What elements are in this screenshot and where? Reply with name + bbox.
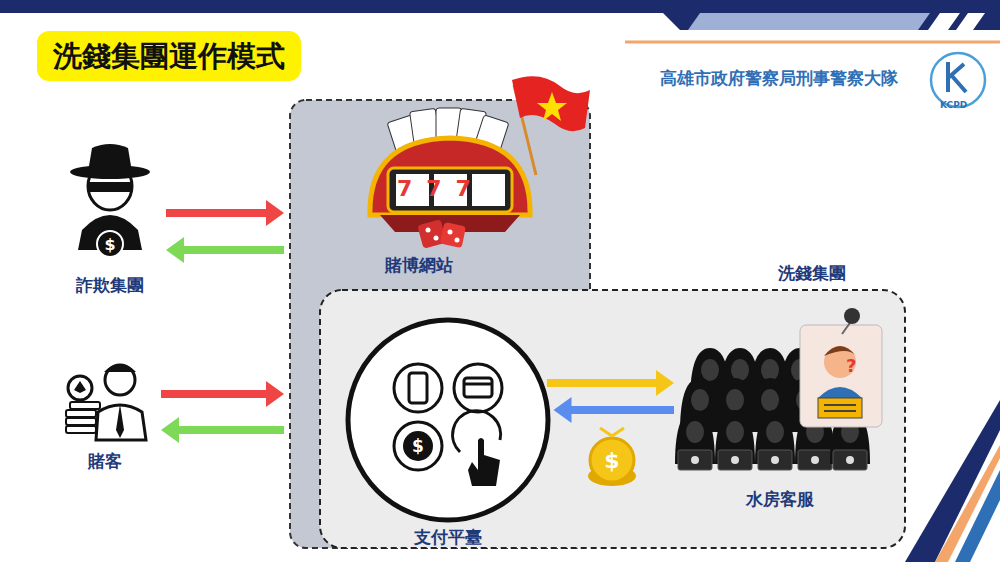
hood-part — [691, 456, 699, 464]
node-label: 洗錢集團 — [778, 262, 846, 285]
svg-text:$: $ — [104, 235, 115, 254]
node-label: 水房客服 — [746, 488, 814, 511]
flow-arrow — [547, 370, 674, 396]
top-banner — [650, 0, 1000, 30]
hood-part — [758, 450, 792, 470]
payment-platform: 支付平臺 — [348, 320, 548, 520]
logo-text: KCPD — [940, 100, 967, 110]
orange-rule — [625, 41, 1000, 44]
agency-name: 高雄市政府警察局刑事警察大隊 — [660, 67, 898, 90]
hood-part — [846, 456, 854, 464]
hood-part — [833, 450, 867, 470]
svg-text:?: ? — [846, 355, 856, 376]
fraud-figure-icon: $ — [70, 144, 150, 257]
svg-text:$: $ — [412, 436, 424, 456]
corner-stripe — [905, 400, 1000, 562]
gambler-icon — [66, 364, 146, 440]
hood-part — [766, 421, 784, 443]
laundering-region — [320, 290, 905, 548]
fraud-group: 詐欺集團 — [60, 148, 160, 298]
logo-ring — [931, 53, 985, 107]
gambling-site: 賭博網站 — [290, 100, 590, 548]
laundering-group: 洗錢集團支付平臺水房客服 — [320, 290, 905, 548]
payment-icons: $ — [348, 320, 548, 520]
hood-part — [678, 450, 712, 470]
logo-k — [948, 62, 966, 92]
hood-part — [798, 450, 832, 470]
corner-stripe — [955, 470, 1000, 562]
flow-arrow — [161, 417, 284, 443]
node-label: 賭博網站 — [385, 254, 453, 277]
flow-arrow — [166, 200, 284, 226]
node-label: 支付平臺 — [414, 526, 482, 549]
hood-part — [771, 456, 779, 464]
hood-part — [761, 359, 779, 381]
water-house-service: 水房客服 — [680, 330, 880, 522]
hood-part — [761, 389, 779, 411]
corner-stripe — [935, 445, 1000, 562]
title-banner: 洗錢集團運作模式 — [37, 31, 301, 81]
hood-part — [726, 389, 744, 411]
flag — [512, 76, 590, 131]
hood-part — [811, 456, 819, 464]
banner-stripe — [688, 13, 930, 30]
hood-part — [726, 421, 744, 443]
svg-text:$: $ — [604, 448, 619, 473]
casino-icon — [370, 108, 530, 249]
hood-part — [686, 421, 704, 443]
flag-star — [537, 92, 567, 121]
flow-arrow — [161, 381, 284, 407]
node-label: 賭客 — [88, 450, 122, 473]
wanted-card-icon: ? — [800, 308, 882, 427]
hood-part — [718, 450, 752, 470]
banner-stripe — [956, 13, 985, 30]
coin-icon: $ — [588, 428, 636, 486]
hood-part — [701, 359, 719, 381]
flow-arrow — [166, 237, 284, 263]
flow-arrow — [554, 397, 675, 423]
hood-part — [731, 456, 739, 464]
banner-stripe — [928, 13, 960, 30]
node-label: 詐欺集團 — [76, 274, 144, 297]
gambler: 賭客 — [55, 366, 155, 476]
slot-reels: 777 — [397, 176, 485, 201]
hood-part — [691, 389, 709, 411]
hood-part — [731, 359, 749, 381]
